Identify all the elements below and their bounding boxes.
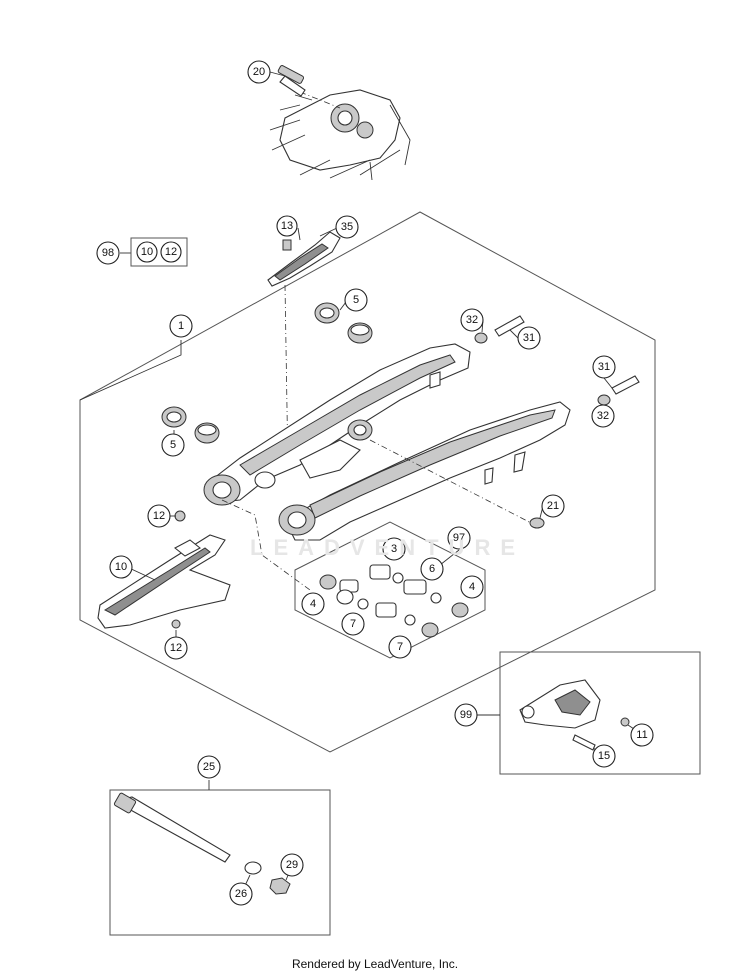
callout-26-label: 26 [235, 888, 247, 900]
rear-axle-part [113, 792, 291, 895]
callout-98-10-label: 10 [141, 246, 153, 258]
watermark: LEADVENTURE [250, 535, 526, 560]
callout-7-left[interactable]: 7 [341, 612, 365, 636]
callout-97-label: 97 [453, 532, 465, 544]
callout-12-upper-label: 12 [153, 510, 165, 522]
callout-10[interactable]: 10 [109, 555, 133, 579]
callout-35-label: 35 [341, 221, 353, 233]
callout-15-label: 15 [598, 750, 610, 762]
axle-kit-frame [109, 789, 331, 936]
chain-guide-upper-part [267, 231, 341, 287]
guide-axis-line [284, 284, 289, 471]
callout-4-right-label: 4 [469, 581, 475, 593]
callout-6[interactable]: 6 [420, 557, 444, 581]
bushing-31-right [597, 375, 640, 406]
seal-5-left [161, 406, 220, 444]
bolt-12-lower-part [171, 619, 181, 629]
callout-99[interactable]: 99 [454, 703, 478, 727]
pivot-bolt-part [277, 65, 306, 97]
callout-5-top[interactable]: 5 [344, 288, 368, 312]
callout-4-right[interactable]: 4 [460, 575, 484, 599]
bearing-kit-parts [319, 564, 469, 638]
callout-12-upper[interactable]: 12 [147, 504, 171, 528]
frame-section-sketch [269, 89, 411, 181]
callout-98-label: 98 [102, 247, 114, 259]
nut-21-part [529, 517, 545, 529]
callout-15[interactable]: 15 [592, 744, 616, 768]
callout-31-top[interactable]: 31 [517, 326, 541, 350]
callout-31-top-label: 31 [523, 332, 535, 344]
callout-4-left-label: 4 [310, 598, 316, 610]
axle-line-left [221, 499, 311, 591]
axle-line-right [369, 439, 536, 526]
callout-29[interactable]: 29 [280, 853, 304, 877]
chain-guide-kit-part [519, 679, 630, 751]
callout-7-right-label: 7 [397, 641, 403, 653]
bolt-12-upper-part [174, 510, 186, 522]
callout-25-label: 25 [203, 761, 215, 773]
callout-13-label: 13 [281, 220, 293, 232]
callout-1[interactable]: 1 [169, 314, 193, 338]
callout-11-label: 11 [636, 729, 647, 741]
callout-31-right-label: 31 [598, 361, 610, 373]
callout-4-left[interactable]: 4 [301, 592, 325, 616]
callout-21[interactable]: 21 [541, 494, 565, 518]
callout-25[interactable]: 25 [197, 755, 221, 779]
callout-6-label: 6 [429, 563, 435, 575]
callout-20-label: 20 [253, 66, 265, 78]
swingarm-body-part [203, 343, 571, 541]
footer-credit: Rendered by LeadVenture, Inc. [291, 957, 459, 971]
seal-5-top [314, 302, 373, 344]
callout-3[interactable]: 3 [382, 537, 406, 561]
callout-12-lower[interactable]: 12 [164, 636, 188, 660]
callout-12-lower-label: 12 [170, 642, 182, 654]
callout-5-top-label: 5 [353, 294, 359, 306]
callout-32-top-label: 32 [466, 314, 478, 326]
callout-98-12-label: 12 [165, 246, 177, 258]
callout-26[interactable]: 26 [229, 882, 253, 906]
callout-97[interactable]: 97 [447, 526, 471, 550]
callout-10-label: 10 [115, 561, 127, 573]
swingarm-kit-frame [79, 211, 656, 753]
callout-31-right[interactable]: 31 [592, 355, 616, 379]
chain-guide-lower-part [97, 534, 231, 629]
bearing-kit-frame [294, 521, 486, 659]
callout-21-label: 21 [547, 500, 559, 512]
callout-29-label: 29 [286, 859, 298, 871]
kit-98-group[interactable]: 98 10 12 [96, 237, 188, 267]
callout-5-left-label: 5 [170, 439, 176, 451]
callout-13[interactable]: 13 [276, 215, 298, 237]
callout-1-label: 1 [178, 320, 184, 332]
bushing-31-top [474, 315, 525, 344]
callout-35[interactable]: 35 [335, 215, 359, 239]
callout-32-right-label: 32 [597, 410, 609, 422]
callout-32-right[interactable]: 32 [591, 404, 615, 428]
callout-7-right[interactable]: 7 [388, 635, 412, 659]
callout-20[interactable]: 20 [247, 60, 271, 84]
callout-7-left-label: 7 [350, 618, 356, 630]
callout-11[interactable]: 11 [630, 723, 654, 747]
chain-guide-kit-frame [499, 651, 701, 775]
callout-99-label: 99 [460, 709, 472, 721]
callout-32-top[interactable]: 32 [460, 308, 484, 332]
callout-5-left[interactable]: 5 [161, 433, 185, 457]
callout-3-label: 3 [391, 543, 397, 555]
